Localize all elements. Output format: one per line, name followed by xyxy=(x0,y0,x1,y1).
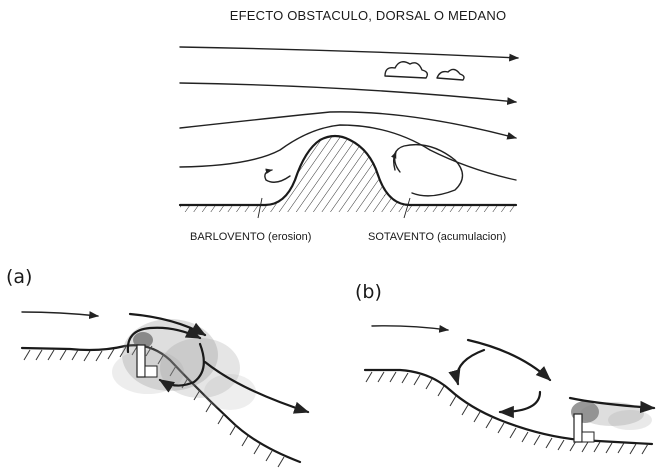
panel-b-pollution-cloud xyxy=(571,401,652,430)
windward-label: BARLOVENTO (erosion) xyxy=(190,231,311,243)
panel-b-eddy-left-arrow xyxy=(457,350,484,384)
streamline-2 xyxy=(180,83,516,102)
panel-b-building xyxy=(582,432,594,442)
streamline-1 xyxy=(180,47,518,58)
cloud-icon xyxy=(437,69,464,80)
cloud-icon xyxy=(385,62,427,78)
panel-b-upper-arrow xyxy=(468,340,550,380)
panel-a-chimney xyxy=(137,345,145,377)
panel-b-wind-arrow xyxy=(372,326,448,330)
leeward-eddy xyxy=(394,145,463,196)
panel-b-eddy-return-arrow xyxy=(500,392,540,412)
dune-hatching xyxy=(180,136,516,212)
panel-a-label: (a) xyxy=(6,266,32,288)
leeward-label: SOTAVENTO (acumulacion) xyxy=(368,231,506,243)
panel-a-building xyxy=(145,366,157,377)
panel-b-chimney xyxy=(574,414,582,442)
panel-a-wind-arrow xyxy=(22,312,98,316)
diagram-title: EFECTO OBSTACULO, DORSAL O MEDANO xyxy=(230,8,507,23)
windward-eddy xyxy=(265,170,290,182)
panel-b-label: (b) xyxy=(355,281,382,303)
